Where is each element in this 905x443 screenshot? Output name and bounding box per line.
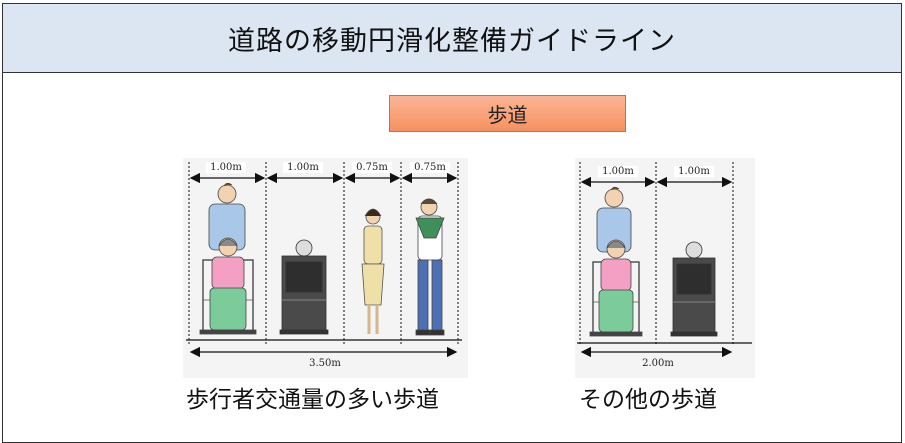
segment-width-label: 1.00m bbox=[283, 162, 323, 173]
slide-frame: 道路の移動円滑化整備ガイドライン bbox=[2, 3, 902, 443]
caregiver-figure bbox=[596, 186, 632, 253]
segment-width-label: 0.75m bbox=[410, 162, 450, 173]
wheelchair-rear-figure bbox=[279, 239, 329, 335]
total-width-label: 3.50m bbox=[309, 358, 341, 369]
caregiver-figure bbox=[208, 182, 246, 251]
segment-width-label: 1.00m bbox=[674, 166, 714, 177]
wheelchair-user-figure bbox=[589, 239, 643, 337]
wheelchair-user-figure bbox=[199, 237, 257, 335]
pedestrian-man-figure bbox=[415, 198, 445, 336]
caption-other-sidewalk: その他の歩道 bbox=[579, 387, 717, 413]
sidewalk-illustrations bbox=[186, 162, 752, 358]
total-width-label: 2.00m bbox=[642, 358, 674, 369]
segment-width-label: 1.00m bbox=[206, 162, 246, 173]
figure-busy-sidewalk bbox=[186, 162, 462, 358]
segment-width-label: 1.00m bbox=[598, 166, 638, 177]
page-title: 道路の移動円滑化整備ガイドライン bbox=[3, 4, 901, 73]
pedestrian-woman-figure bbox=[361, 208, 385, 334]
wheelchair-rear-figure bbox=[670, 241, 718, 337]
caption-busy-sidewalk: 歩行者交通量の多い歩道 bbox=[186, 387, 439, 413]
section-label: 歩道 bbox=[389, 95, 626, 132]
figure-other-sidewalk bbox=[577, 162, 752, 358]
segment-width-label: 0.75m bbox=[352, 162, 392, 173]
